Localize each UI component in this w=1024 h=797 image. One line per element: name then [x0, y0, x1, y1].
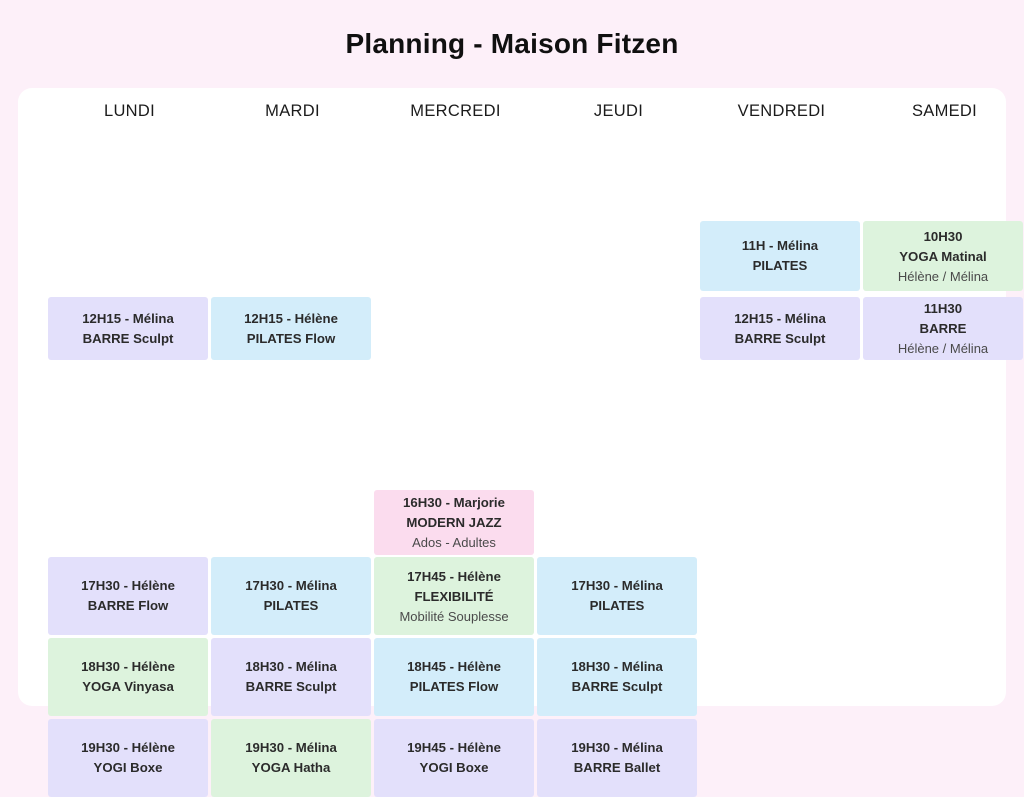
- class-time: 11H30: [923, 301, 963, 316]
- class-name: YOGI Boxe: [93, 760, 163, 775]
- class-time: 18H30 - Mélina: [245, 659, 337, 674]
- class-name: PILATES: [263, 598, 319, 613]
- day-header-jeudi: JEUDI: [593, 102, 644, 120]
- day-header-row: LUNDI MARDI MERCREDI JEUDI VENDREDI SAMEDI: [18, 88, 1006, 134]
- class-time: 19H30 - Mélina: [245, 740, 337, 755]
- class-name: PILATES Flow: [409, 679, 499, 694]
- class-time: 17H30 - Mélina: [245, 578, 337, 593]
- day-header-mardi: MARDI: [265, 102, 320, 120]
- class-subtitle: Hélène / Mélina: [897, 341, 989, 356]
- class-time: 17H30 - Hélène: [81, 578, 175, 593]
- class-time: 17H30 - Mélina: [571, 578, 663, 593]
- class-subtitle: Hélène / Mélina: [897, 268, 989, 284]
- class-time: 12H15 - Mélina: [82, 310, 174, 326]
- class-time: 19H45 - Hélène: [407, 740, 501, 755]
- day-header-vendredi: VENDREDI: [737, 102, 826, 120]
- class-name: BARRE Sculpt: [734, 330, 826, 346]
- class-name: BARRE Sculpt: [571, 679, 663, 694]
- class-time: 10H30: [923, 228, 963, 244]
- class-time: 18H45 - Hélène: [407, 659, 501, 674]
- class-name: YOGA Matinal: [899, 248, 987, 264]
- class-name: PILATES: [752, 258, 808, 273]
- class-name: BARRE Ballet: [573, 760, 661, 775]
- class-name: MODERN JAZZ: [406, 515, 502, 530]
- class-name: BARRE Sculpt: [245, 679, 337, 694]
- day-header-samedi: SAMEDI: [911, 102, 978, 120]
- day-header-lundi: LUNDI: [103, 102, 155, 120]
- class-time: 18H30 - Mélina: [571, 659, 663, 674]
- class-name: YOGI Boxe: [419, 760, 489, 775]
- class-subtitle: Ados - Adultes: [412, 535, 496, 550]
- class-name: PILATES: [589, 598, 645, 613]
- class-time: 19H30 - Mélina: [571, 740, 663, 755]
- class-name: YOGA Hatha: [251, 760, 331, 775]
- class-time: 12H15 - Mélina: [734, 310, 826, 326]
- class-time: 11H - Mélina: [741, 238, 819, 253]
- page-title: Planning - Maison Fitzen: [345, 28, 679, 59]
- class-subtitle: Mobilité Souplesse: [399, 608, 509, 624]
- class-time: 17H45 - Hélène: [407, 568, 501, 584]
- class-name: FLEXIBILITÉ: [414, 588, 494, 604]
- class-time: 16H30 - Marjorie: [403, 495, 505, 510]
- class-name: YOGA Vinyasa: [82, 679, 174, 694]
- class-name: BARRE: [919, 321, 967, 336]
- class-name: BARRE Sculpt: [82, 330, 174, 346]
- schedule-card: LUNDI MARDI MERCREDI JEUDI VENDREDI SAMEDI 12…: [18, 88, 1023, 797]
- day-header-mercredi: MERCREDI: [410, 102, 501, 120]
- class-name: BARRE Flow: [87, 598, 169, 613]
- class-name: PILATES Flow: [246, 330, 336, 346]
- class-time: 18H30 - Hélène: [81, 659, 175, 674]
- class-time: 12H15 - Hélène: [244, 310, 338, 326]
- class-time: 19H30 - Hélène: [81, 740, 175, 755]
